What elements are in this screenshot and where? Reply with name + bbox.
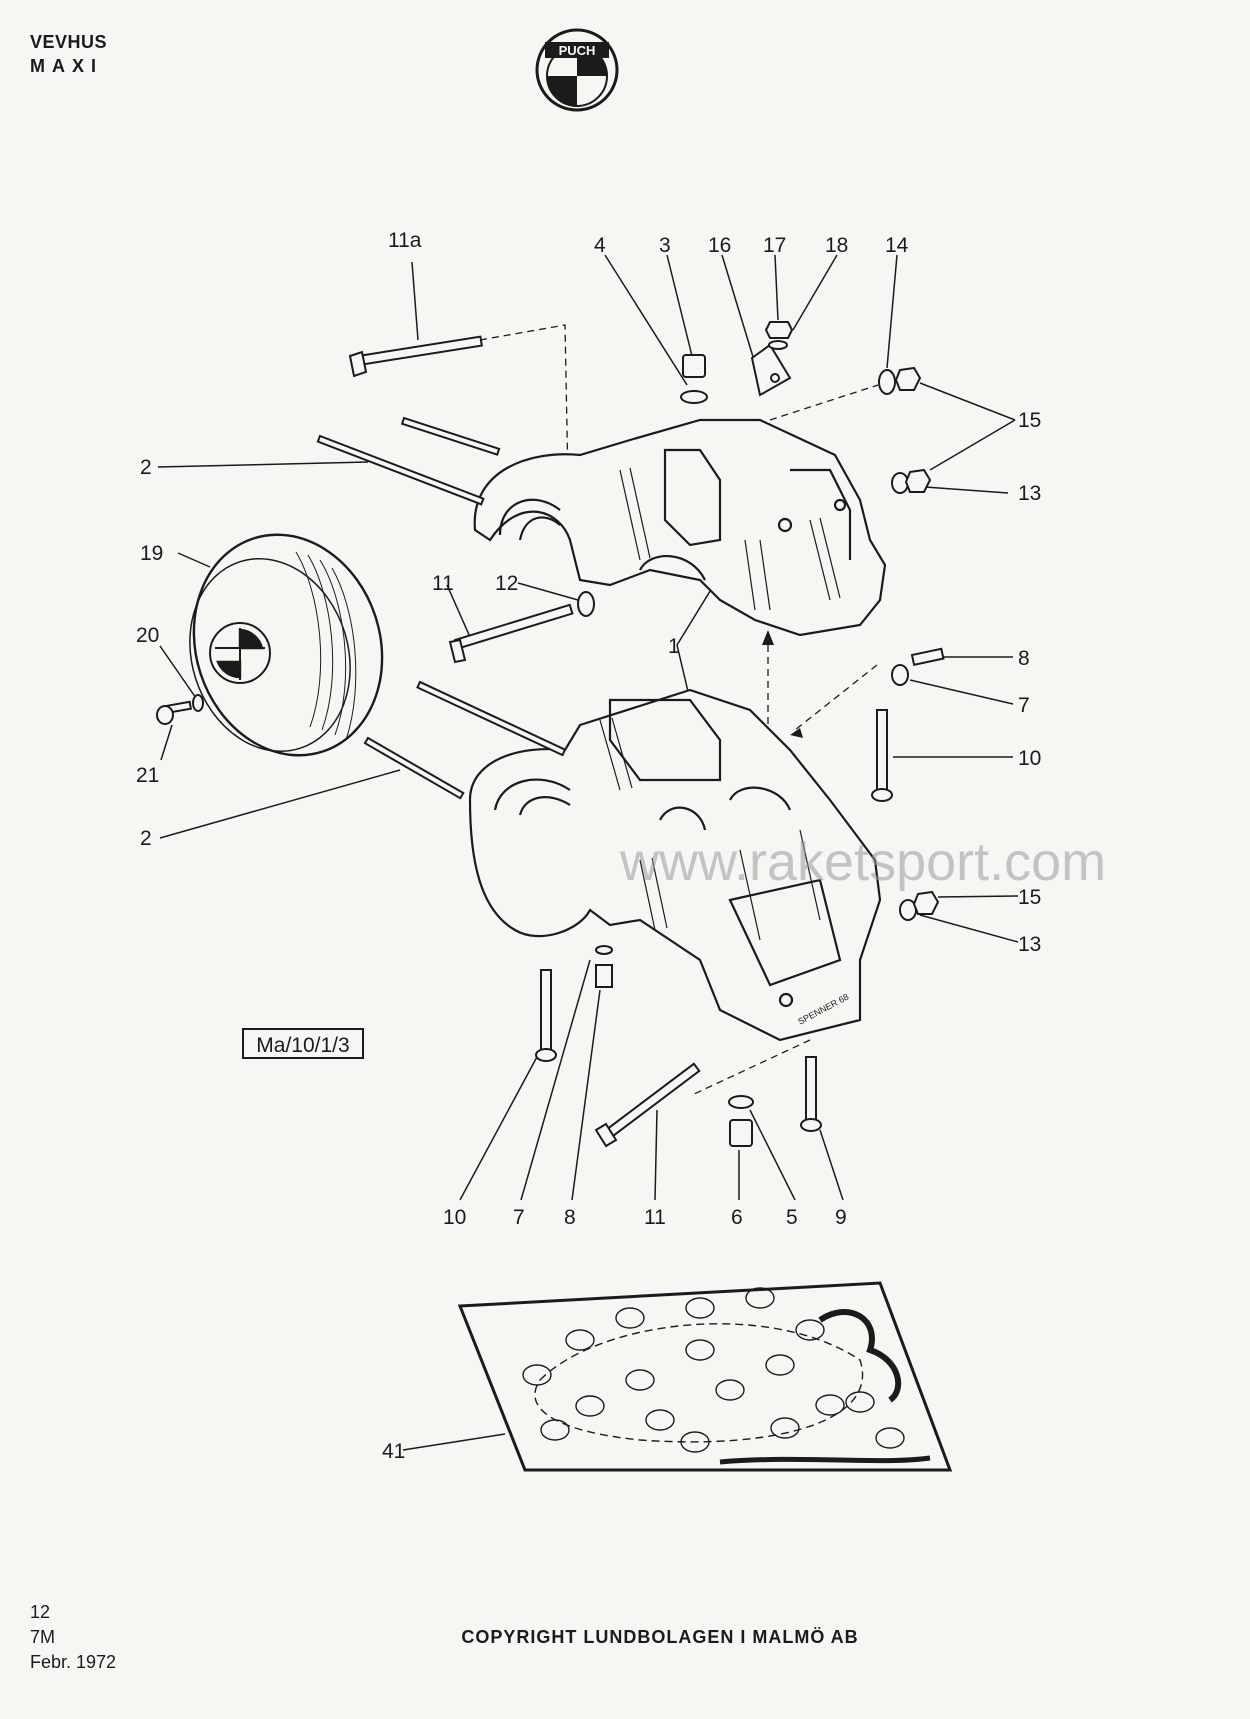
callout-6: 6 [731,1206,743,1229]
drawing-ref-frame [242,1028,364,1059]
callout-2-upper: 2 [140,456,152,479]
callout-19: 19 [140,542,163,565]
upper-crankcase-half [473,418,887,637]
callout-10-right: 10 [1018,747,1041,770]
leader-lines [157,254,1019,1451]
callout-7-right: 7 [1018,694,1030,717]
watermark-text: www.raketsport.com [619,832,1106,892]
callout-18: 18 [825,234,848,257]
callout-13-lower: 13 [1018,933,1041,956]
callout-1: 1 [668,635,680,658]
drawing-ref: Ma/10/1/3 [256,1034,349,1057]
callout-8-bottom: 8 [564,1206,576,1229]
callout-16: 16 [708,234,731,257]
callout-11-bottom: 11 [644,1206,666,1229]
callout-12: 12 [495,572,518,595]
callout-10-bottom: 10 [443,1206,466,1229]
callout-2-lower: 2 [140,827,152,850]
callout-4: 4 [594,234,606,257]
section-title: VEVHUS [30,32,108,52]
callout-5: 5 [786,1206,798,1229]
fasteners [156,321,945,1148]
callout-9: 9 [835,1206,847,1229]
callout-21: 21 [136,764,159,787]
callout-41: 41 [382,1440,405,1463]
lower-crankcase-half: SPENNER 68 [468,688,882,1042]
callout-11a: 11a [388,229,422,252]
logo-text: PUCH [559,43,596,58]
callout-8-right: 8 [1018,647,1030,670]
callout-13-upper: 13 [1018,482,1041,505]
callout-11-upper: 11 [432,572,454,595]
footer-meta: 12 7M Febr. 1972 [30,1600,116,1675]
doc-date: Febr. 1972 [30,1652,117,1672]
doc-code: 7M [30,1627,56,1647]
callout-20: 20 [136,624,159,647]
callout-3: 3 [659,234,671,257]
gasket-set [457,1281,953,1472]
callout-15-lower: 15 [1018,886,1041,909]
callout-14: 14 [885,234,909,257]
flywheel-cover [189,533,384,757]
callout-7-bottom: 7 [513,1206,525,1229]
callout-labels: 11a 4 3 16 17 18 14 15 13 2 19 20 21 11 … [136,229,1041,1463]
callout-15-upper: 15 [1018,409,1041,432]
callout-17: 17 [763,234,786,257]
puch-logo: PUCH [535,28,619,112]
page-number: 12 [30,1602,51,1622]
model-name: MAXI [30,56,103,76]
copyright-line: COPYRIGHT LUNDBOLAGEN I MALMÖ AB [461,1627,859,1647]
